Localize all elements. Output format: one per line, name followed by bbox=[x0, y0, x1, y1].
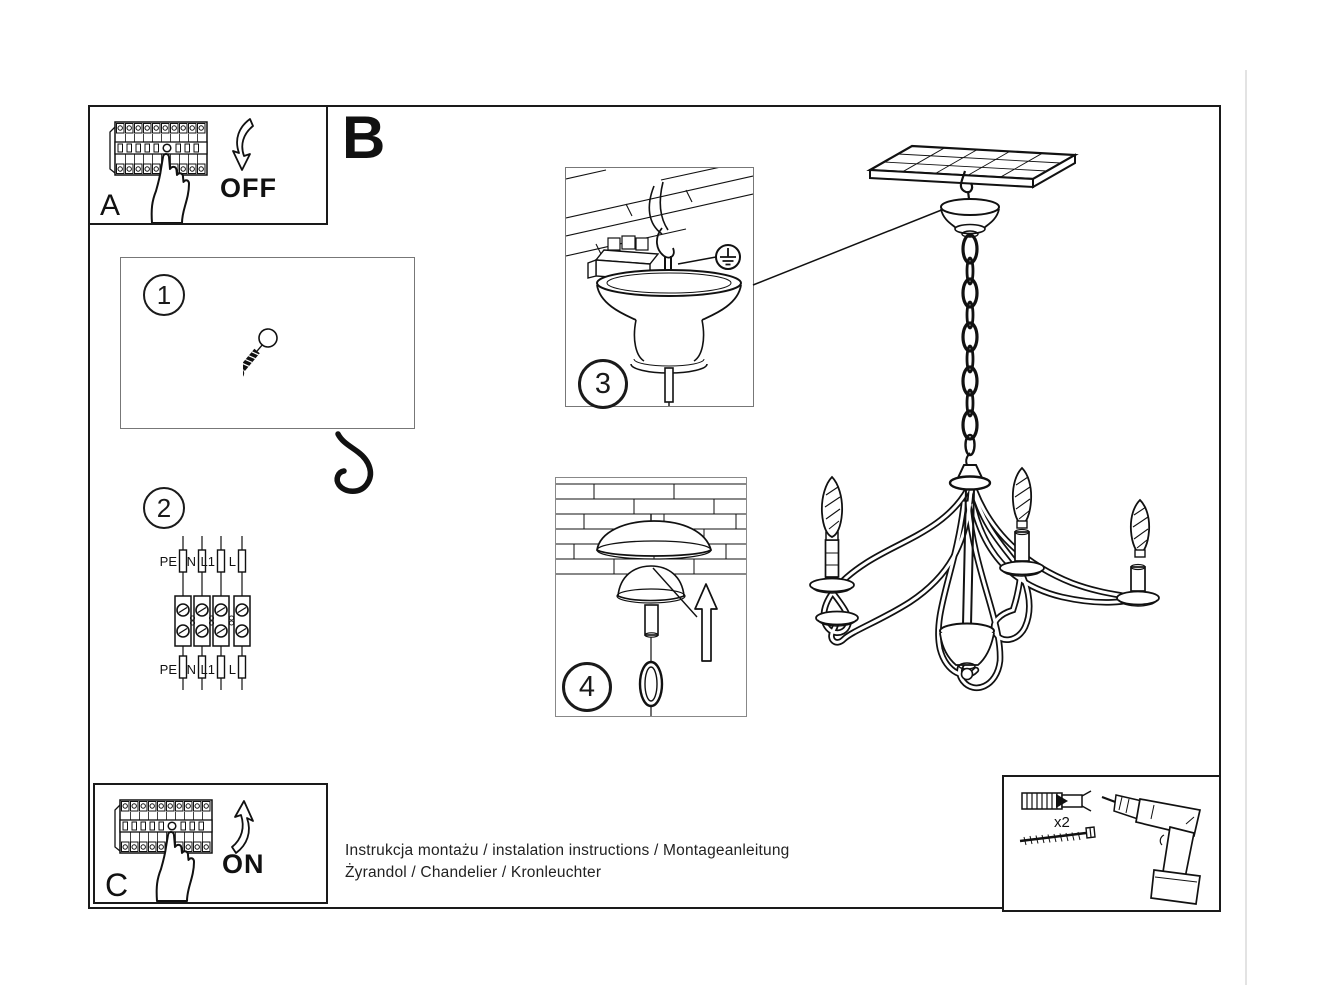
candle-right-icon bbox=[1116, 498, 1160, 607]
wire-label-pe-bottom: PE bbox=[160, 662, 178, 677]
chandelier-canopy-icon bbox=[940, 198, 1000, 238]
drill-hole-icon bbox=[258, 328, 278, 348]
chain-link-icon bbox=[638, 660, 664, 708]
step-4-number: 4 bbox=[562, 662, 612, 712]
drill-icon bbox=[1101, 794, 1202, 905]
canopy-bell-icon bbox=[596, 269, 742, 406]
section-b-label: B bbox=[342, 104, 386, 171]
tools-box: x2 bbox=[1002, 775, 1221, 912]
chandelier-drawing bbox=[809, 144, 1160, 692]
chain-icon bbox=[961, 233, 979, 441]
pointer-line bbox=[652, 567, 698, 618]
candle-middle-icon bbox=[999, 466, 1045, 577]
panel-c-box: C ON bbox=[93, 783, 328, 904]
wire-label-n-bottom: N bbox=[187, 662, 196, 677]
screw-thread-icon bbox=[243, 348, 260, 371]
step-1-number-text: 1 bbox=[156, 279, 172, 310]
wiring-diagram: PE N L1 L PE N L1 L bbox=[160, 536, 251, 690]
tools-drawing bbox=[1019, 790, 1202, 905]
bulb-left-icon bbox=[820, 475, 844, 538]
breaker-panel-off-drawing bbox=[109, 118, 254, 223]
arrow-up-icon bbox=[694, 583, 718, 662]
panel-a-action-label: OFF bbox=[220, 173, 277, 203]
caption-line-1: Instrukcja montażu / instalation instruc… bbox=[345, 842, 790, 859]
wall-plug-icon bbox=[1021, 790, 1092, 812]
screw-icon bbox=[1019, 826, 1096, 846]
anchor-hook-drawing bbox=[243, 328, 374, 494]
breaker-panel-on-drawing bbox=[114, 799, 254, 902]
wire-label-l-bottom: L bbox=[229, 662, 236, 677]
page-edge-line bbox=[1245, 70, 1247, 985]
panel-a-box: A OFF bbox=[88, 105, 328, 225]
breaker-panel-icon bbox=[109, 121, 208, 223]
top-ring-icon bbox=[948, 475, 992, 491]
caption-line-2: Żyrandol / Chandelier / Kronleuchter bbox=[345, 864, 602, 881]
wire-label-l-top: L bbox=[229, 554, 236, 569]
step-2-number-text: 2 bbox=[156, 492, 172, 523]
step-1-number: 1 bbox=[143, 274, 185, 316]
cup-front-left-icon bbox=[815, 610, 859, 627]
panel-a-label: A bbox=[100, 189, 121, 222]
arrow-up-curved-icon bbox=[231, 800, 254, 854]
ceiling-slab-icon bbox=[866, 144, 1079, 189]
breaker-panel-icon bbox=[114, 799, 213, 902]
step-3-number-text: 3 bbox=[594, 367, 612, 400]
step-3-number: 3 bbox=[578, 359, 628, 409]
wire-label-l1-top: L1 bbox=[201, 554, 215, 569]
arrow-down-icon bbox=[232, 118, 254, 171]
earth-symbol-icon bbox=[715, 244, 741, 270]
slab-hook-icon bbox=[959, 170, 974, 200]
candle-left-icon bbox=[809, 475, 855, 594]
ceiling-boards-icon bbox=[566, 168, 753, 257]
step-4-number-text: 4 bbox=[578, 670, 596, 703]
wire-label-pe-top: PE bbox=[160, 554, 178, 569]
wire-label-l1-bottom: L1 bbox=[201, 662, 215, 677]
panel-c-label: C bbox=[105, 867, 129, 903]
canopy-slide-drawing bbox=[556, 483, 746, 716]
main-frame bbox=[88, 105, 1221, 909]
wire-label-n-top: N bbox=[187, 554, 196, 569]
ceiling-hook-icon bbox=[334, 431, 374, 494]
goblet-icon bbox=[939, 622, 995, 681]
center-column-icon bbox=[962, 488, 975, 626]
canopy-wiring-drawing bbox=[566, 168, 753, 406]
step-2-number: 2 bbox=[143, 487, 185, 529]
panel-c-action-label: ON bbox=[222, 849, 265, 879]
canopy-pushed-icon bbox=[596, 514, 713, 638]
anchor-quantity-label: x2 bbox=[1054, 814, 1070, 831]
